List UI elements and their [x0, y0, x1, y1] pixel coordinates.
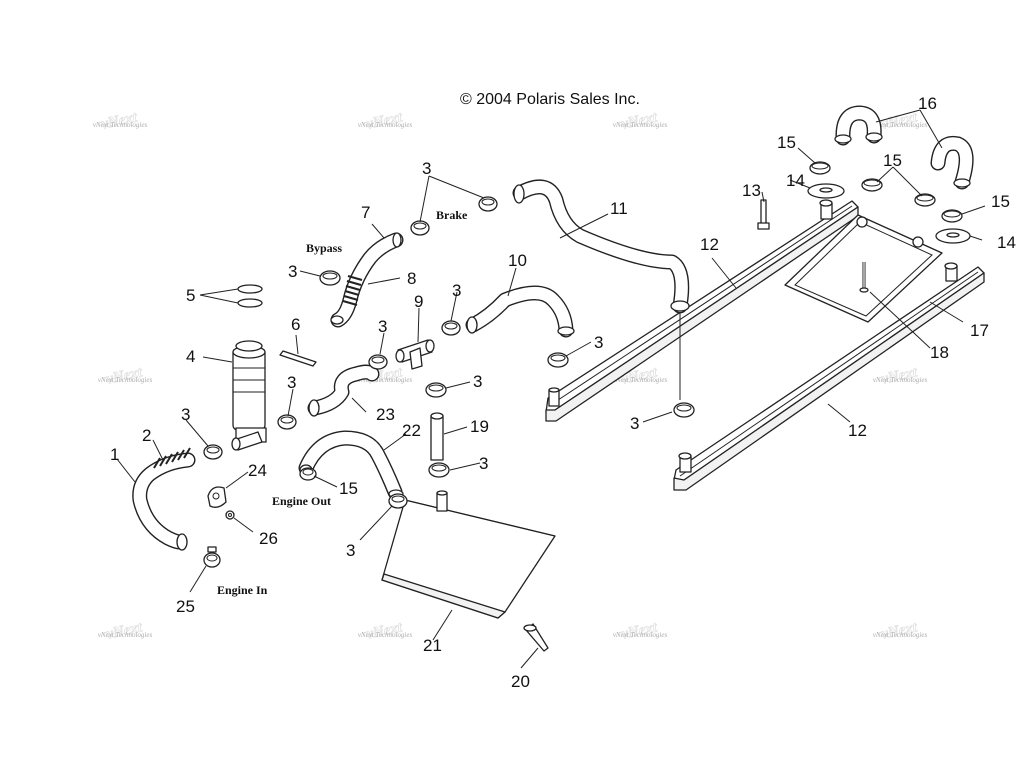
- clamp-25: [203, 546, 221, 568]
- watermark-text: vNext Technologies: [98, 631, 153, 639]
- tube-19: [430, 412, 444, 461]
- callout-3: 3: [288, 262, 297, 281]
- callout-12: 12: [700, 235, 719, 254]
- watermark-text: vNext Technologies: [613, 121, 668, 129]
- heat-exchanger-rail-right: [673, 262, 985, 491]
- hose-sleeve-8: [342, 275, 363, 306]
- nut-26: [225, 510, 235, 520]
- washer-14-right: [935, 228, 971, 244]
- tee-fitting-9: [395, 339, 435, 370]
- callout-23: 23: [376, 405, 395, 424]
- brake-label: Brake: [436, 208, 468, 222]
- watermark-text: vNext Technologies: [873, 376, 928, 384]
- callout-4: 4: [186, 347, 195, 366]
- callout-3: 3: [630, 414, 639, 433]
- bolt-13: [757, 199, 770, 230]
- callout-21: 21: [423, 636, 442, 655]
- watermark-text: vNext Technologies: [873, 121, 928, 129]
- clamp-3: [203, 196, 695, 509]
- callout-22: 22: [402, 421, 421, 440]
- callout-16: 16: [918, 94, 937, 113]
- hose-sleeve-2: [153, 447, 191, 469]
- callout-3: 3: [181, 405, 190, 424]
- callout-24: 24: [248, 461, 267, 480]
- watermark-text: vNext Technologies: [93, 121, 148, 129]
- callout-3: 3: [473, 372, 482, 391]
- watermark-text: vNext Technologies: [873, 631, 928, 639]
- callout-25: 25: [176, 597, 195, 616]
- pin-6: [279, 350, 317, 367]
- washer-14-left: [807, 183, 845, 199]
- hose-11: [512, 179, 690, 314]
- callout-17: 17: [970, 321, 989, 340]
- leader-lines: [116, 109, 986, 669]
- watermark-text: vNext Technologies: [613, 631, 668, 639]
- bypass-hose-7-8: [330, 232, 404, 328]
- engine-in-label: Engine In: [217, 583, 268, 597]
- callout-3: 3: [422, 159, 431, 178]
- callout-7: 7: [361, 203, 370, 222]
- callout-6: 6: [291, 315, 300, 334]
- bracket-24: [207, 486, 227, 508]
- callout-3: 3: [287, 373, 296, 392]
- watermark-text: vNext Technologies: [613, 376, 668, 384]
- bypass-label: Bypass: [306, 241, 342, 255]
- callout-19: 19: [470, 417, 489, 436]
- cap-seals-5: [237, 284, 263, 308]
- callout-8: 8: [407, 269, 416, 288]
- watermark-text: vNext Technologies: [98, 376, 153, 384]
- callout-20: 20: [511, 672, 530, 691]
- callout-15: 15: [883, 151, 902, 170]
- callout-18: 18: [930, 343, 949, 362]
- elbow-hose-16-right: [930, 135, 974, 190]
- engine-out-label: Engine Out: [272, 494, 331, 508]
- stud-18: [859, 262, 869, 293]
- callout-26: 26: [259, 529, 278, 548]
- heat-exchanger-rail-left: [545, 199, 859, 422]
- hose-10: [465, 285, 575, 338]
- watermark-text: vNext Technologies: [358, 376, 413, 384]
- callout-3: 3: [452, 281, 461, 300]
- callout-14: 14: [786, 171, 805, 190]
- copyright-text: © 2004 Polaris Sales Inc.: [460, 91, 640, 108]
- callout-11: 11: [610, 199, 628, 218]
- watermark-text: vNext Technologies: [358, 121, 413, 129]
- elbow-hose-23: [307, 364, 380, 417]
- callout-13: 13: [742, 181, 761, 200]
- fastener-20: [523, 623, 549, 652]
- elbow-hose-16-left: [834, 105, 883, 146]
- callout-14: 14: [997, 233, 1016, 252]
- shield-21: [381, 490, 556, 619]
- callout-3: 3: [378, 317, 387, 336]
- callout-2: 2: [142, 426, 151, 445]
- callout-15: 15: [339, 479, 358, 498]
- callout-5: 5: [186, 286, 195, 305]
- watermark-text: vNext Technologies: [358, 631, 413, 639]
- clamp-15-engine-out: [299, 467, 317, 481]
- callout-10: 10: [508, 251, 527, 270]
- callout-15: 15: [777, 133, 796, 152]
- clamp-15: [809, 161, 963, 223]
- callout-3: 3: [594, 333, 603, 352]
- callout-15: 15: [991, 192, 1010, 211]
- callout-3: 3: [479, 454, 488, 473]
- callout-12: 12: [848, 421, 867, 440]
- callout-1: 1: [110, 445, 119, 464]
- callout-3: 3: [346, 541, 355, 560]
- callout-9: 9: [414, 292, 423, 311]
- callouts: 3 7 8 3 9 3 10 11 12 13 14 15 15 16 15 1…: [110, 94, 1016, 691]
- hose-1-engine-in: [132, 447, 196, 551]
- coolant-reservoir-4: [231, 340, 267, 451]
